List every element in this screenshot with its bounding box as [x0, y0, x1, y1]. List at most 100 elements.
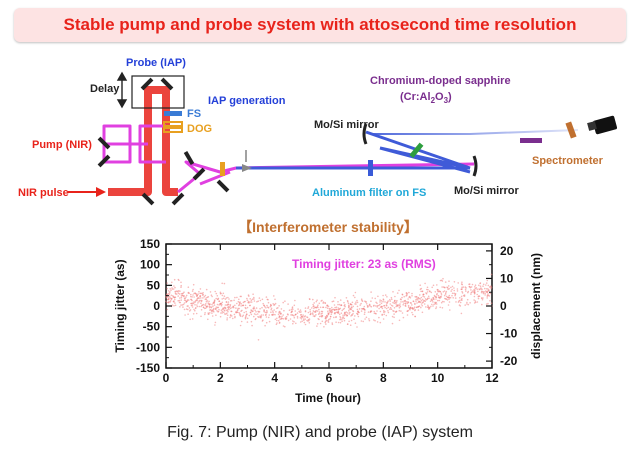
- scatter-point: [487, 288, 489, 290]
- scatter-point: [447, 285, 450, 287]
- scatter-point: [365, 303, 368, 305]
- scatter-point: [440, 301, 443, 304]
- scatter-point: [292, 308, 294, 310]
- scatter-point: [364, 311, 366, 313]
- scatter-point: [432, 284, 435, 287]
- scatter-point: [218, 304, 220, 306]
- scatter-point: [308, 322, 311, 324]
- figure-caption: Fig. 7: Pump (NIR) and probe (IAP) syste…: [167, 424, 473, 441]
- scatter-point: [369, 305, 371, 307]
- scatter-point: [411, 307, 414, 309]
- scatter-point: [279, 315, 281, 318]
- scatter-point: [439, 306, 442, 309]
- scatter-point: [382, 318, 385, 320]
- scatter-point: [401, 293, 404, 296]
- scatter-point: [192, 313, 195, 315]
- scatter-point: [487, 302, 489, 305]
- scatter-point: [482, 283, 485, 286]
- scatter-point: [347, 323, 349, 325]
- scatter-point: [317, 313, 320, 316]
- scatter-point: [227, 296, 229, 299]
- scatter-point: [290, 314, 292, 316]
- scatter-point: [350, 315, 352, 317]
- scatter-point: [291, 314, 293, 316]
- scatter-point: [178, 299, 181, 302]
- scatter-point: [307, 318, 310, 321]
- scatter-point: [447, 296, 450, 298]
- scatter-point: [202, 306, 205, 309]
- scatter-point: [293, 321, 295, 323]
- scatter-point: [382, 298, 385, 300]
- scatter-point: [307, 306, 310, 308]
- scatter-point: [295, 313, 297, 316]
- scatter-point: [401, 312, 404, 314]
- scatter-point: [179, 301, 182, 304]
- scatter-point: [360, 320, 363, 322]
- scatter-point: [215, 314, 217, 316]
- scatter-point: [485, 282, 488, 284]
- scatter-point: [358, 308, 361, 310]
- scatter-point: [445, 290, 448, 293]
- scatter-point: [257, 300, 260, 302]
- scatter-point: [235, 307, 237, 309]
- scatter-point: [454, 293, 457, 296]
- scatter-point: [190, 302, 192, 305]
- scatter-point: [272, 310, 274, 312]
- scatter-point: [259, 307, 261, 310]
- scatter-point: [395, 310, 398, 313]
- scatter-point: [226, 319, 228, 321]
- scatter-point: [432, 305, 434, 307]
- scatter-point: [207, 302, 209, 304]
- scatter-point: [256, 301, 258, 303]
- scatter-point: [404, 304, 407, 307]
- scatter-point: [329, 308, 332, 310]
- scatter-point: [421, 304, 424, 307]
- scatter-point: [293, 316, 296, 319]
- scatter-point: [174, 304, 177, 307]
- scatter-point: [174, 302, 176, 304]
- scatter-point: [220, 302, 222, 305]
- scatter-point: [414, 309, 417, 311]
- scatter-point: [356, 308, 359, 311]
- scatter-point: [374, 319, 376, 322]
- scatter-point: [205, 297, 208, 299]
- scatter-point: [274, 318, 277, 321]
- scatter-point: [485, 284, 487, 286]
- scatter-point: [221, 282, 223, 285]
- scatter-point: [302, 318, 305, 320]
- scatter-point: [443, 294, 446, 297]
- scatter-point: [289, 318, 292, 320]
- scatter-point: [343, 301, 345, 304]
- scatter-point: [474, 289, 476, 292]
- scatter-point: [228, 308, 230, 311]
- scatter-point: [414, 315, 417, 318]
- scatter-point: [197, 293, 199, 295]
- scatter-point: [191, 306, 194, 308]
- scatter-point: [221, 301, 224, 304]
- scatter-point: [435, 306, 438, 308]
- scatter-point: [227, 307, 230, 310]
- scatter-point: [359, 304, 362, 306]
- scatter-point: [288, 309, 291, 311]
- scatter-point: [182, 292, 184, 295]
- scatter-point: [186, 305, 189, 307]
- scatter-point: [208, 300, 210, 303]
- scatter-point: [265, 321, 268, 324]
- scatter-point: [430, 291, 433, 294]
- scatter-point: [379, 299, 381, 301]
- scatter-point: [373, 319, 375, 321]
- scatter-point: [389, 298, 391, 301]
- scatter-point: [173, 305, 175, 307]
- scatter-point: [391, 298, 393, 301]
- scatter-point: [468, 283, 470, 286]
- scatter-point: [268, 314, 271, 316]
- scatter-point: [409, 308, 411, 311]
- scatter-point: [418, 300, 421, 303]
- scatter-point: [407, 298, 409, 300]
- scatter-point: [460, 283, 463, 285]
- scatter-point: [274, 302, 277, 305]
- scatter-point: [197, 302, 199, 304]
- scatter-point: [249, 298, 251, 300]
- scatter-point: [478, 284, 480, 287]
- scatter-point: [318, 308, 320, 311]
